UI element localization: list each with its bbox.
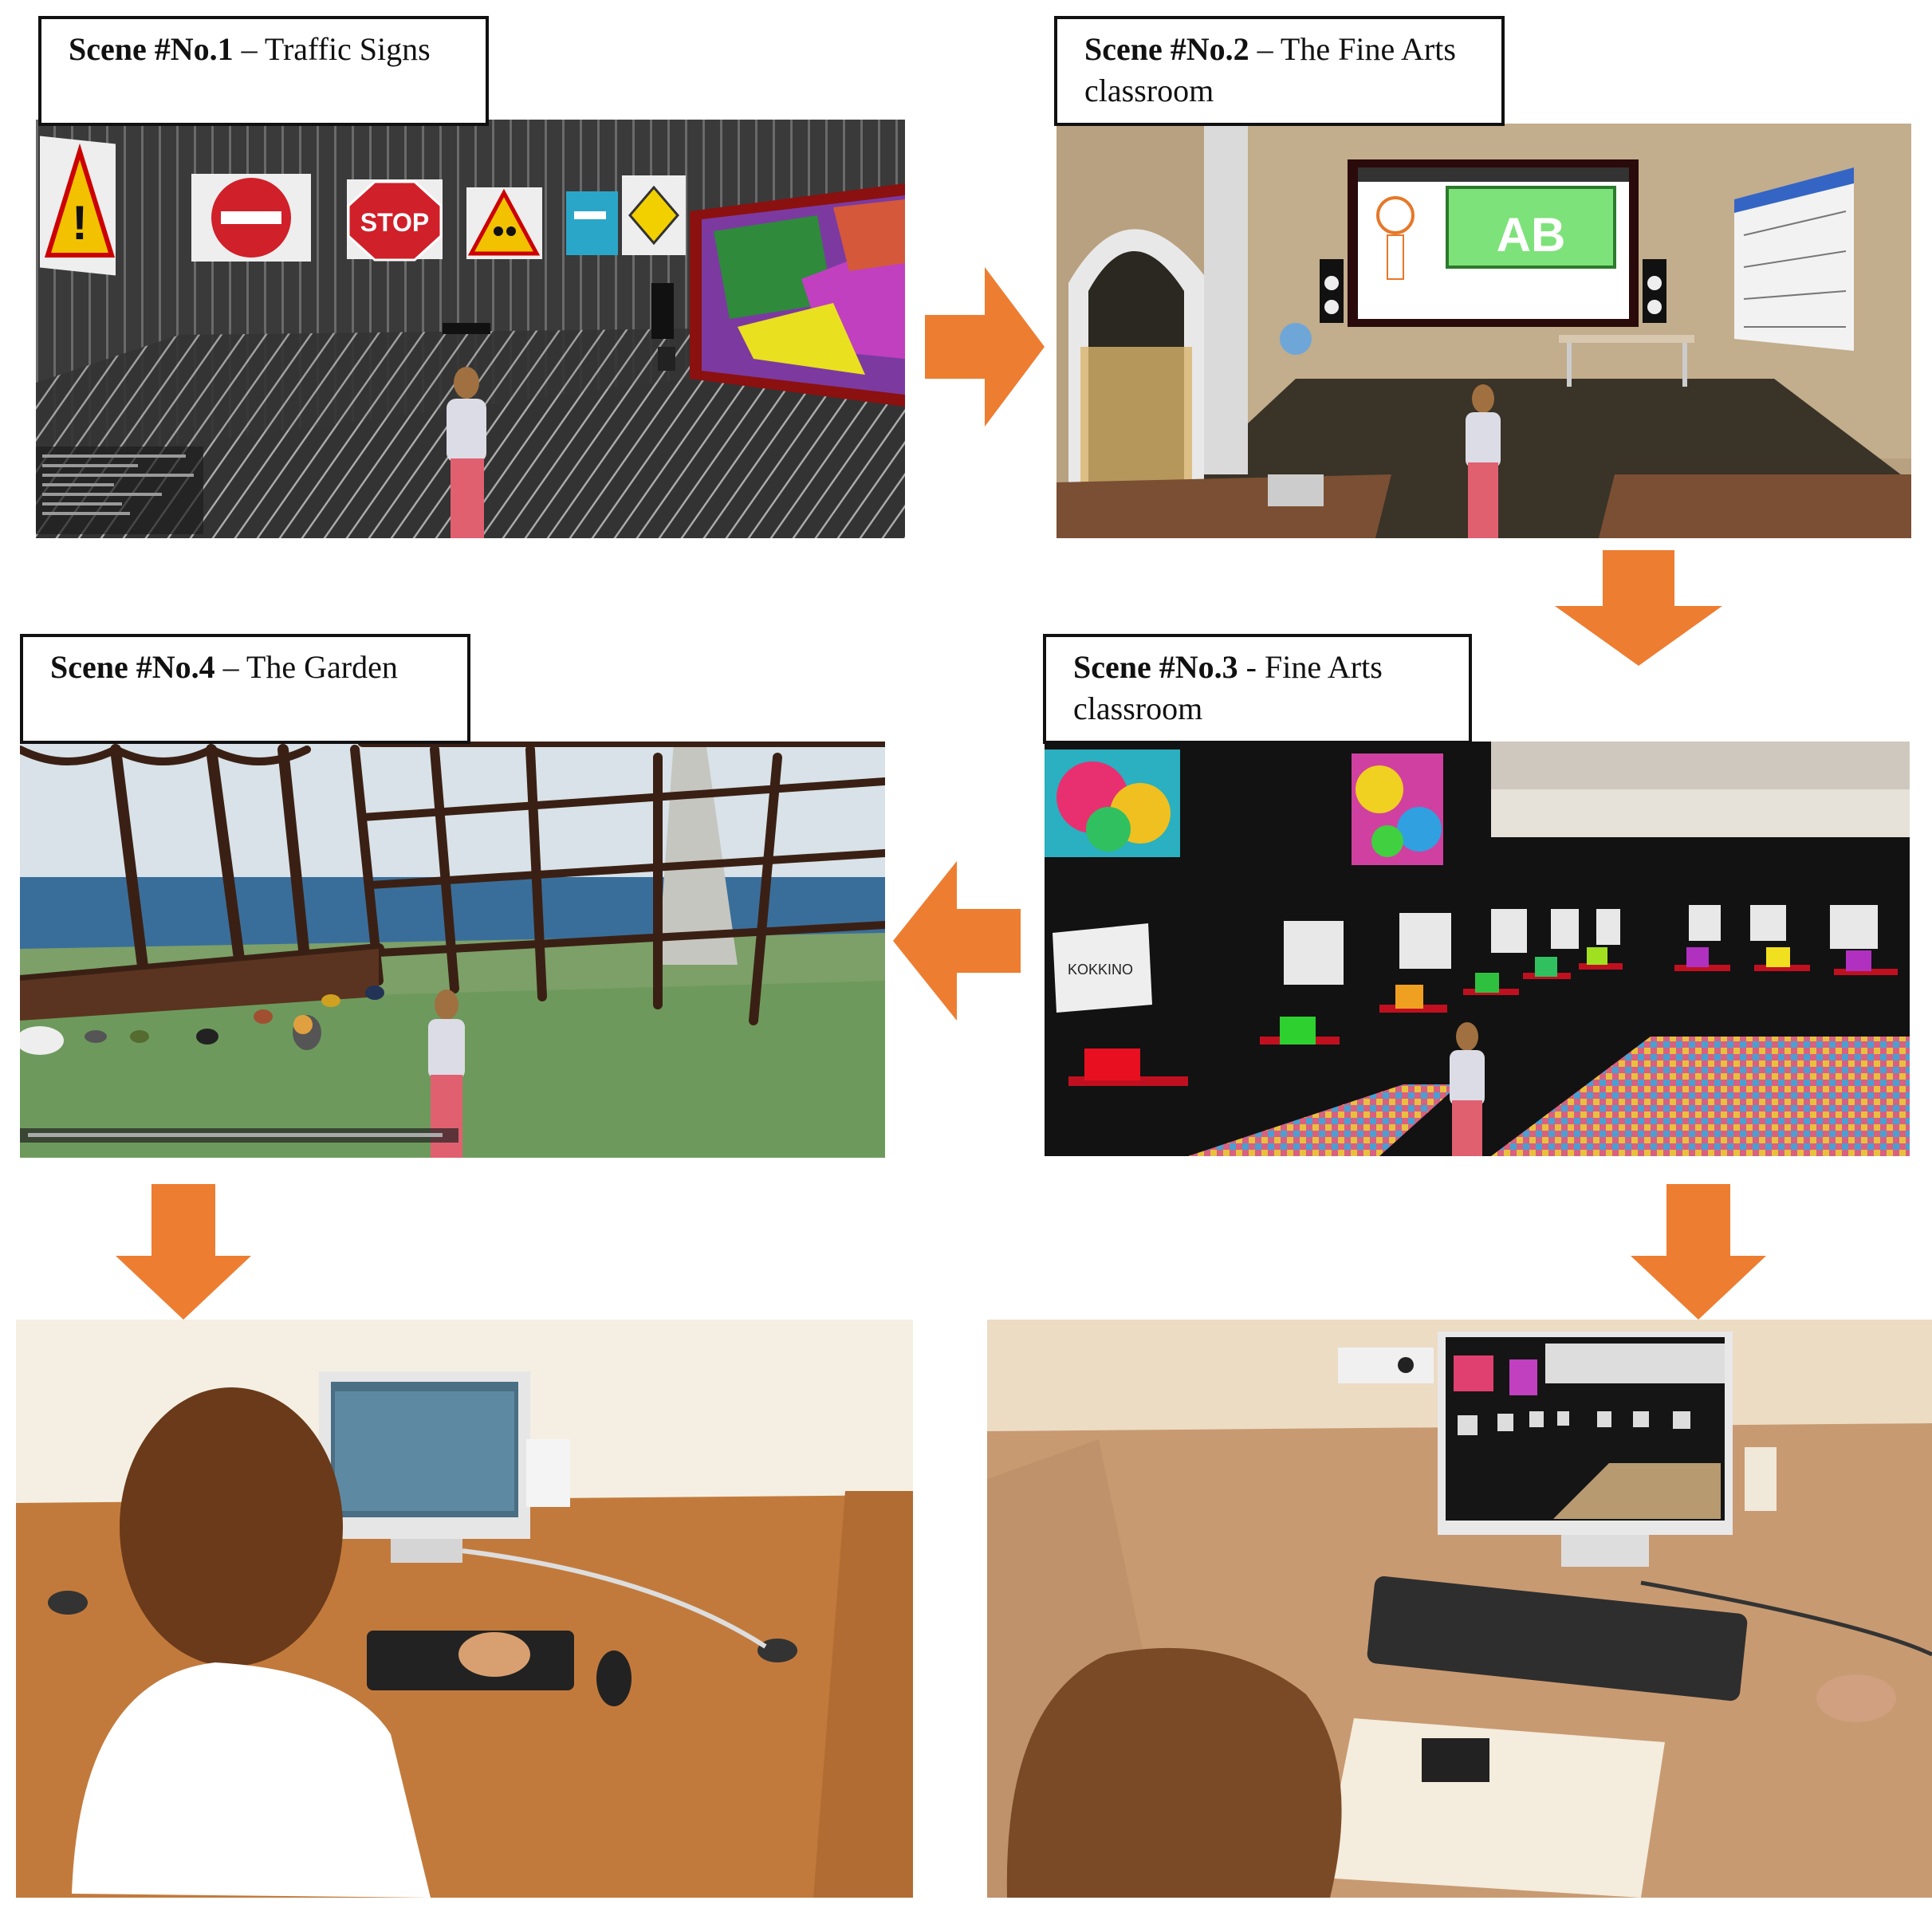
scene-2-label: Scene #No.2 – The Fine Arts classroom <box>1054 16 1505 126</box>
scene-3-number: Scene #No.3 <box>1073 649 1238 685</box>
scene-4-number: Scene #No.4 <box>50 649 215 685</box>
blue-sign <box>566 191 618 255</box>
scene-4-label: Scene #No.4 – The Garden <box>20 634 470 744</box>
svg-text:!: ! <box>72 196 88 250</box>
warning-sign: ! <box>40 136 116 276</box>
abstract-painting-1 <box>1045 749 1180 857</box>
board-text: AB <box>1497 208 1566 262</box>
scene-1-image: ! STOP <box>36 120 905 538</box>
scene-3-image: KOKKINO <box>1045 742 1910 1156</box>
avatar-3 <box>1450 1022 1485 1156</box>
no-entry-sign <box>191 174 311 262</box>
photo-student-garden <box>16 1320 913 1898</box>
scene-1-number: Scene #No.1 <box>69 31 234 67</box>
scene-1-title: – Traffic Signs <box>233 31 431 67</box>
arrow-down-icon <box>1631 1184 1766 1320</box>
video-screen <box>690 183 905 407</box>
arrow-down-icon <box>116 1184 251 1320</box>
monitor <box>319 1371 530 1563</box>
scene-3-title: - Fine Arts classroom <box>1073 649 1383 726</box>
arrow-left-icon <box>893 861 1021 1021</box>
monitor-scene-3 <box>1438 1332 1733 1567</box>
student-girl <box>72 1387 530 1898</box>
colour-cards <box>1284 905 1878 985</box>
mouse <box>596 1650 632 1706</box>
scene-2-title: – The Fine Arts classroom <box>1084 31 1456 108</box>
children-crossing-sign <box>466 187 542 259</box>
colour-card-kokkino: KOKKINO <box>1053 923 1152 1013</box>
priority-road-sign <box>622 175 686 255</box>
avatar-2 <box>1466 384 1501 538</box>
abstract-painting-2 <box>1352 753 1443 865</box>
keyboard-2 <box>1367 1576 1748 1702</box>
garden-animals <box>20 986 384 1055</box>
scene-1-label: Scene #No.1 – Traffic Signs <box>38 16 489 126</box>
alphabet-poster <box>1734 167 1854 351</box>
scene-4-title: – The Garden <box>214 649 398 685</box>
student-boy <box>1006 1647 1896 1898</box>
stop-sign-text: STOP <box>360 208 430 237</box>
scene-4-image <box>20 742 885 1158</box>
avatar-4 <box>428 989 465 1158</box>
scene-2-image: AB <box>1057 124 1911 538</box>
stop-sign: STOP <box>347 179 443 262</box>
classroom-screen: AB <box>1348 159 1639 327</box>
arrow-right-icon <box>925 267 1045 427</box>
arrow-down-icon <box>1555 550 1722 666</box>
photo-student-fine-arts <box>987 1320 1932 1898</box>
scene-3-label: Scene #No.3 - Fine Arts classroom <box>1043 634 1472 744</box>
scene-2-number: Scene #No.2 <box>1084 31 1249 67</box>
card-text: KOKKINO <box>1068 962 1133 978</box>
colour-cubes <box>1068 947 1898 1086</box>
avatar-1 <box>447 367 486 538</box>
